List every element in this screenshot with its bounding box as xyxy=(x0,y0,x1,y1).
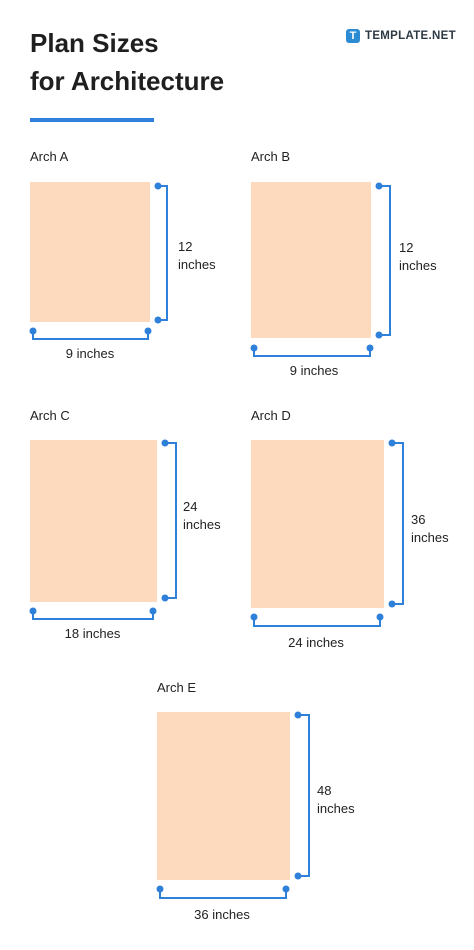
arch-a-height-bracket xyxy=(158,185,168,321)
arch-c-height-endpoint-top xyxy=(161,439,169,447)
arch-b-height-value: 12 xyxy=(399,240,414,255)
arch-a-height-unit: inches xyxy=(178,257,216,272)
arch-e-height-endpoint-top xyxy=(294,711,302,719)
arch-b-width-endpoint-right xyxy=(366,344,374,352)
arch-b-height-endpoint-top xyxy=(375,182,383,190)
arch-a-label: Arch A xyxy=(30,149,69,164)
arch-e-height-endpoint-bottom xyxy=(294,872,302,880)
arch-e-height-label: 48 inches xyxy=(317,782,355,818)
arch-b-height-unit: inches xyxy=(399,258,437,273)
arch-c-width-endpoint-right xyxy=(149,607,157,615)
arch-e-sheet xyxy=(157,712,290,880)
arch-c-height-endpoint-bottom xyxy=(161,594,169,602)
arch-d-width-label: 24 inches xyxy=(288,635,344,650)
arch-b-height-endpoint-bottom xyxy=(375,331,383,339)
arch-e-height-bracket xyxy=(298,714,310,877)
arch-c-sheet xyxy=(30,440,157,602)
arch-a-height-value: 12 xyxy=(178,239,193,254)
arch-b-sheet xyxy=(251,182,371,338)
arch-a-width-label: 9 inches xyxy=(65,346,115,361)
arch-d-height-bracket xyxy=(392,442,404,605)
arch-d-height-value: 36 xyxy=(411,512,426,527)
arch-a-sheet xyxy=(30,182,150,322)
arch-a-width-endpoint-left xyxy=(29,327,37,335)
arch-e-width-label: 36 inches xyxy=(194,907,250,922)
arch-a-height-label: 12 inches xyxy=(178,238,216,274)
arch-e-height-unit: inches xyxy=(317,801,355,816)
title-line-2: for Architecture xyxy=(30,66,225,96)
arch-a-height-endpoint-bottom xyxy=(154,316,162,324)
arch-c-height-bracket xyxy=(165,442,177,599)
arch-d-height-label: 36 inches xyxy=(411,511,449,547)
arch-a-width-bracket xyxy=(32,331,149,340)
arch-c-height-value: 24 xyxy=(183,499,198,514)
arch-b-label: Arch B xyxy=(251,149,291,164)
arch-d-width-bracket xyxy=(253,617,381,627)
arch-d-sheet xyxy=(251,440,384,608)
arch-d-label: Arch D xyxy=(251,408,291,423)
template-logo-icon: T xyxy=(346,29,360,43)
arch-d-height-endpoint-bottom xyxy=(388,600,396,608)
arch-c-height-label: 24 inches xyxy=(183,498,221,534)
arch-d-width-endpoint-left xyxy=(250,613,258,621)
arch-b-width-bracket xyxy=(253,348,371,357)
arch-b-width-endpoint-left xyxy=(250,344,258,352)
brand-logo: T TEMPLATE.NET xyxy=(346,28,456,44)
arch-c-width-bracket xyxy=(32,611,154,620)
arch-a-width-endpoint-right xyxy=(144,327,152,335)
arch-d-height-endpoint-top xyxy=(388,439,396,447)
arch-d-height-unit: inches xyxy=(411,530,449,545)
arch-e-width-endpoint-left xyxy=(156,885,164,893)
arch-e-height-value: 48 xyxy=(317,783,332,798)
arch-c-height-unit: inches xyxy=(183,517,221,532)
title-underline xyxy=(30,118,154,122)
arch-d-width-endpoint-right xyxy=(376,613,384,621)
arch-e-width-bracket xyxy=(159,889,287,899)
brand-name: TEMPLATE.NET xyxy=(365,30,456,42)
arch-b-width-label: 9 inches xyxy=(289,363,339,378)
arch-e-width-endpoint-right xyxy=(282,885,290,893)
arch-c-width-label: 18 inches xyxy=(64,626,121,641)
arch-c-label: Arch C xyxy=(30,408,70,423)
arch-b-height-label: 12 inches xyxy=(399,239,437,275)
title-line-1: Plan Sizes xyxy=(30,28,159,58)
arch-e-label: Arch E xyxy=(157,680,197,695)
arch-a-height-endpoint-top xyxy=(154,182,162,190)
page-title: Plan Sizes for Architecture xyxy=(30,24,224,100)
arch-b-height-bracket xyxy=(379,185,391,336)
arch-c-width-endpoint-left xyxy=(29,607,37,615)
